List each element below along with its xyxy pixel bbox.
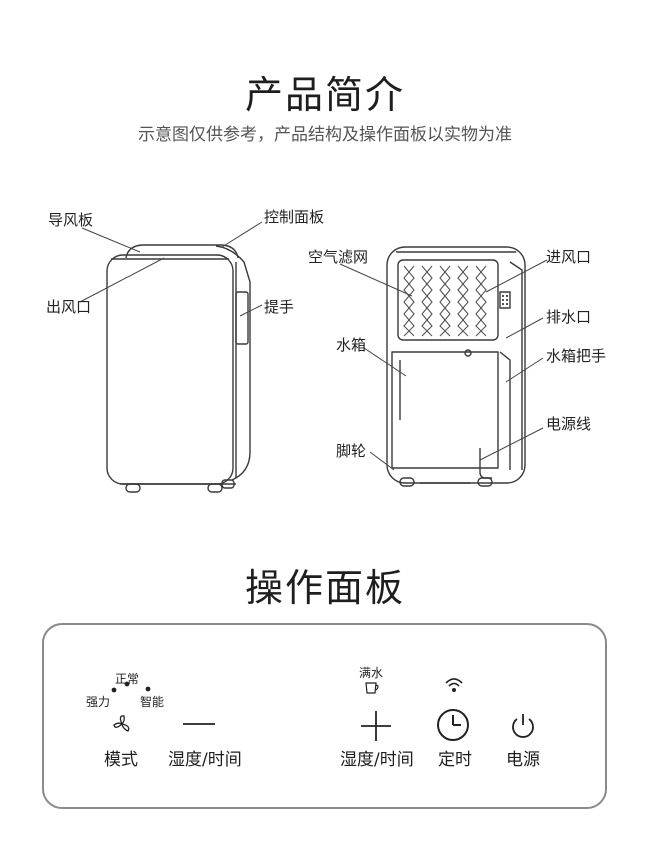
clock-icon <box>437 709 469 741</box>
power-button[interactable]: 电源 <box>502 706 548 776</box>
label-inlet: 进风口 <box>546 248 592 266</box>
mode-button[interactable]: 模式 <box>100 713 144 775</box>
leader-tank-handle <box>505 357 544 383</box>
label-water-tank: 水箱 <box>336 336 367 354</box>
leader-caster <box>369 451 395 471</box>
leader-air-filter <box>339 263 413 297</box>
leader-power-cord <box>479 427 544 461</box>
panel-title: 操作面板 <box>244 566 405 610</box>
front-view-unit <box>106 244 251 493</box>
minus-button[interactable]: 湿度/时间 <box>166 713 242 775</box>
fan-icon <box>113 715 130 732</box>
minus-label: 湿度/时间 <box>168 750 242 770</box>
label-control-panel: 控制面板 <box>264 208 325 226</box>
mode-level-strong: 强力 <box>86 695 111 709</box>
operation-panel <box>42 623 607 809</box>
leader-outlet <box>79 257 165 303</box>
mode-indicator-dots <box>111 681 151 693</box>
mode-level-smart: 智能 <box>140 695 165 709</box>
label-tank-handle: 水箱把手 <box>546 347 607 365</box>
mode-level-normal: 正常 <box>115 672 140 686</box>
back-view-unit <box>386 246 526 487</box>
intro-subtitle: 示意图仅供参考，产品结构及操作面板以实物为准 <box>138 125 512 145</box>
filter-grille-pattern <box>403 265 487 337</box>
label-caster: 脚轮 <box>336 442 367 460</box>
plus-icon <box>361 711 391 741</box>
label-outlet: 出风口 <box>46 298 92 316</box>
side-vent-dots <box>502 295 508 305</box>
intro-title: 产品简介 <box>244 73 405 117</box>
leader-water-tank <box>363 347 407 377</box>
leader-inlet <box>485 259 548 293</box>
mode-label: 模式 <box>104 750 138 770</box>
label-power-cord: 电源线 <box>546 415 592 433</box>
cup-icon <box>365 682 379 694</box>
wifi-icon <box>445 678 463 692</box>
leader-drain <box>505 317 544 339</box>
power-icon <box>512 714 534 738</box>
plus-button[interactable]: 湿度/时间 <box>338 706 414 776</box>
timer-button[interactable]: 定时 <box>432 706 478 776</box>
label-drain: 排水口 <box>546 308 592 326</box>
leader-handle <box>239 304 263 317</box>
timer-label: 定时 <box>438 750 472 770</box>
leader-guide-plate <box>81 227 141 253</box>
plus-label: 湿度/时间 <box>340 750 414 770</box>
power-label: 电源 <box>506 750 540 770</box>
minus-icon <box>183 723 215 725</box>
label-guide-plate: 导风板 <box>48 211 94 229</box>
label-handle: 提手 <box>264 298 295 316</box>
full-water-label: 满水 <box>359 666 384 680</box>
leader-control-panel <box>221 221 263 248</box>
label-air-filter: 空气滤网 <box>308 248 369 266</box>
